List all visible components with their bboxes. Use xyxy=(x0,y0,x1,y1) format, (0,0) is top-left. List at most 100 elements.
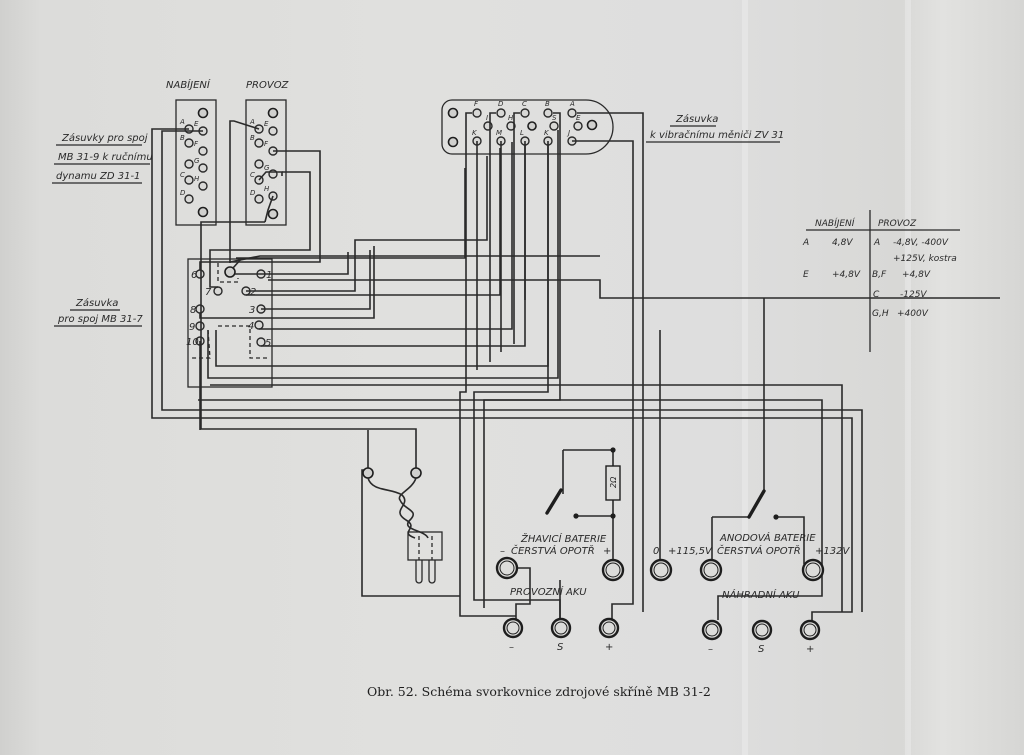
table-header: NABÍJENÍ xyxy=(815,217,856,229)
pin-label: 2 xyxy=(250,287,256,298)
label-zasuvka-zv31: Zásuvka k vibračnímu měniči ZV 31 xyxy=(646,113,784,143)
pin-label: A xyxy=(569,100,575,108)
terminal-label: + xyxy=(605,642,613,653)
pin-label: A xyxy=(179,118,185,126)
terminal-label: – xyxy=(509,642,514,653)
cell: +4,8V xyxy=(902,270,931,280)
pin-label: C xyxy=(250,171,255,179)
anodova-115v: +115,5V xyxy=(668,546,713,557)
cell: G,H xyxy=(872,309,889,319)
pin-label: F xyxy=(194,140,199,148)
pin-label: D xyxy=(250,189,256,197)
provoz-title: PROVOZ xyxy=(246,80,290,91)
label-text: MB 31-9 k ručnímu xyxy=(58,151,153,163)
nahradni-aku-title: NÁHRADNÍ AKU xyxy=(722,588,800,601)
pin-label: K xyxy=(472,129,478,137)
pin-label: 3 xyxy=(249,305,255,316)
pin-label: A xyxy=(249,118,255,126)
pin-label: G xyxy=(264,164,270,172)
pin-label: I xyxy=(486,114,488,122)
zv31-connector: F D C B A I H S E K M L K J xyxy=(441,99,614,155)
label-text: Zásuvka xyxy=(75,297,118,309)
pin-label: B xyxy=(545,100,550,108)
cell: C xyxy=(873,290,880,300)
pin-label: E xyxy=(576,114,581,122)
pin-label: 1 xyxy=(266,270,272,281)
label-text: k vibračnímu měniči ZV 31 xyxy=(650,129,784,141)
label-zasuvka-mb31-7: Zásuvka pro spoj MB 31-7 xyxy=(54,297,143,327)
anodova-subtitle: ČERSTVÁ OPOTŘ xyxy=(717,544,801,557)
pin-label: 5 xyxy=(265,338,271,349)
pin-label: H xyxy=(194,175,200,183)
terminal-label: S xyxy=(557,642,564,653)
pin-label: K xyxy=(544,129,550,137)
figure-caption: Obr. 52. Schéma svorkovnice zdrojové skř… xyxy=(367,684,711,699)
table-row: E +4,8V B,F +4,8V xyxy=(803,270,931,280)
pin-label: C xyxy=(180,171,185,179)
nabijeni-title: NABÍJENÍ xyxy=(166,78,211,91)
zhavici-plus: + xyxy=(603,546,611,557)
label-text: Zásuvky pro spoj xyxy=(61,132,148,144)
label-zasuvky-mb31-9: Zásuvky pro spoj MB 31-9 k ručnímu dynam… xyxy=(52,132,153,184)
anodova-0v: 0 xyxy=(653,546,659,557)
nahradni-aku-group: NÁHRADNÍ AKU – S + xyxy=(701,588,821,655)
pin-label: G xyxy=(194,157,200,165)
pin-label: J xyxy=(566,129,570,137)
page-fold xyxy=(742,0,748,755)
pin-label: M xyxy=(496,129,502,137)
pin-label: 8 xyxy=(190,305,196,316)
cell: +400V xyxy=(897,309,929,319)
cell: A xyxy=(873,238,880,248)
table-header: PROVOZ xyxy=(878,219,917,229)
cell: +125V, kostra xyxy=(893,254,957,264)
zhavici-baterie-group: ŽHAVICÍ BATERIE ČERSTVÁ OPOTŘ – + xyxy=(495,532,625,582)
pin-label: H xyxy=(264,185,270,193)
anodova-switch-icon xyxy=(747,489,766,519)
pin-label: E xyxy=(194,120,199,128)
cell: -4,8V, -400V xyxy=(893,238,949,248)
cell: A xyxy=(802,238,809,248)
voltage-table: NABÍJENÍ PROVOZ A 4,8V A -4,8V, -400V +1… xyxy=(802,210,960,352)
anodova-baterie-group: ANODOVÁ BATERIE ČERSTVÁ OPOTŘ 0 +115,5V … xyxy=(649,531,850,582)
label-text: Zásuvka xyxy=(675,113,718,125)
table-row: G,H +400V xyxy=(872,309,929,319)
page-fold xyxy=(905,0,911,755)
pin-label: 9 xyxy=(189,322,195,333)
zhavici-title: ŽHAVICÍ BATERIE xyxy=(520,532,607,545)
resistor-label: 2Ω xyxy=(609,476,618,488)
pin-label: 7 xyxy=(205,287,212,298)
terminal-label: + xyxy=(806,644,814,655)
table-row: A 4,8V A -4,8V, -400V xyxy=(802,238,949,248)
zhavici-minus: – xyxy=(500,546,505,557)
resistor-2-ohm: 2Ω xyxy=(605,465,621,501)
label-text: pro spoj MB 31-7 xyxy=(57,314,143,325)
cell: E xyxy=(803,270,809,280)
pin-label: C xyxy=(522,100,527,108)
provozni-aku-title: PROVOZNÍ AKU xyxy=(510,585,587,598)
pin-label: 4 xyxy=(248,321,254,332)
cell: -125V xyxy=(900,290,927,300)
zhavici-switch-icon xyxy=(545,488,563,515)
plug-icon xyxy=(362,467,443,584)
label-text: dynamu ZD 31-1 xyxy=(56,171,140,182)
pin-label: L xyxy=(520,129,524,137)
table-row: C -125V xyxy=(873,290,927,300)
pin-label: 10 xyxy=(186,337,199,348)
terminal-label: – xyxy=(708,644,713,655)
pin-label: F xyxy=(474,100,479,108)
provoz-connector: A E B F C G H D xyxy=(245,99,287,226)
pin-label: B xyxy=(250,134,255,142)
pin-label: E xyxy=(264,120,269,128)
anodova-title: ANODOVÁ BATERIE xyxy=(719,531,816,544)
cell: +4,8V xyxy=(832,270,861,280)
pin-label: 6 xyxy=(191,270,197,281)
zhavici-subtitle: ČERSTVÁ OPOTŘ xyxy=(511,544,595,557)
pin-label: S xyxy=(552,114,557,122)
mb31-7-connector: 6 7 8 9 10 1 2 3 4 5 xyxy=(186,257,273,388)
pin-label: D xyxy=(498,100,504,108)
provozni-aku-group: PROVOZNÍ AKU – S + xyxy=(502,585,620,653)
pin-label: F xyxy=(264,140,269,148)
wires xyxy=(151,112,1000,626)
pin-label: H xyxy=(508,114,514,122)
